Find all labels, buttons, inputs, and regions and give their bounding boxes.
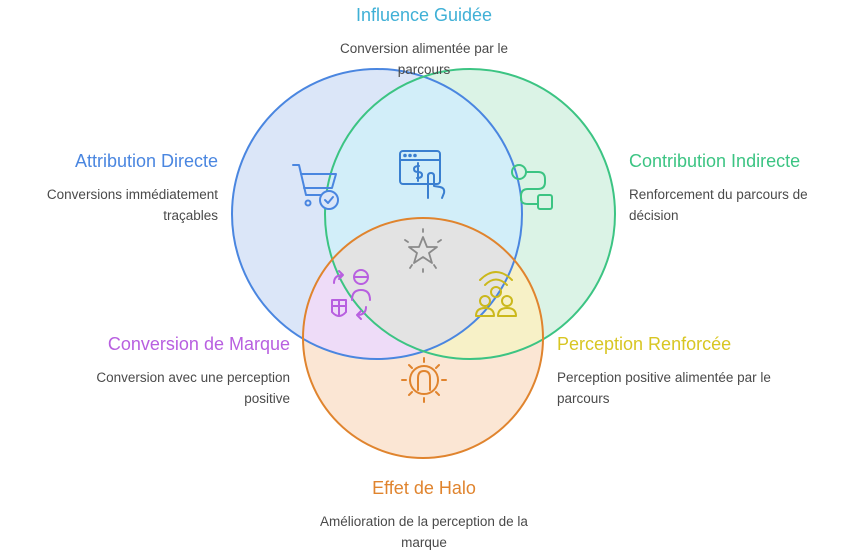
label-right-title: Contribution Indirecte bbox=[629, 151, 801, 171]
label-mright-desc: Perception positive alimentée par le par… bbox=[557, 370, 771, 406]
shopping-cart-check-icon bbox=[292, 164, 339, 210]
process-flow-icon bbox=[511, 164, 553, 210]
circle-blue-outline bbox=[231, 68, 523, 360]
label-mleft-title: Conversion de Marque bbox=[107, 334, 290, 354]
label-bottom-desc: Amélioration de la perception de la marq… bbox=[320, 514, 528, 550]
label-top-desc: Conversion alimentée par le parcours bbox=[339, 41, 509, 77]
label-right-desc: Renforcement du parcours de décision bbox=[629, 187, 808, 223]
circle-orange-outline bbox=[302, 217, 544, 459]
label-left-title: Attribution Directe bbox=[74, 151, 218, 171]
label-bottom-title: Effet de Halo bbox=[372, 478, 476, 498]
label-top-title: Influence Guidée bbox=[355, 5, 493, 25]
audience-broadcast-icon bbox=[475, 271, 517, 317]
star-burst-icon bbox=[404, 228, 442, 273]
circle-green-outline bbox=[324, 68, 616, 360]
label-mleft-desc: Conversion avec une perception positive bbox=[96, 370, 290, 406]
label-left-desc: Conversions immédiatement traçables bbox=[46, 187, 218, 223]
halo-head-icon bbox=[401, 357, 447, 403]
payment-click-icon bbox=[399, 150, 446, 199]
label-mright-title: Perception Renforcée bbox=[557, 334, 732, 354]
brand-exchange-icon bbox=[331, 269, 371, 320]
